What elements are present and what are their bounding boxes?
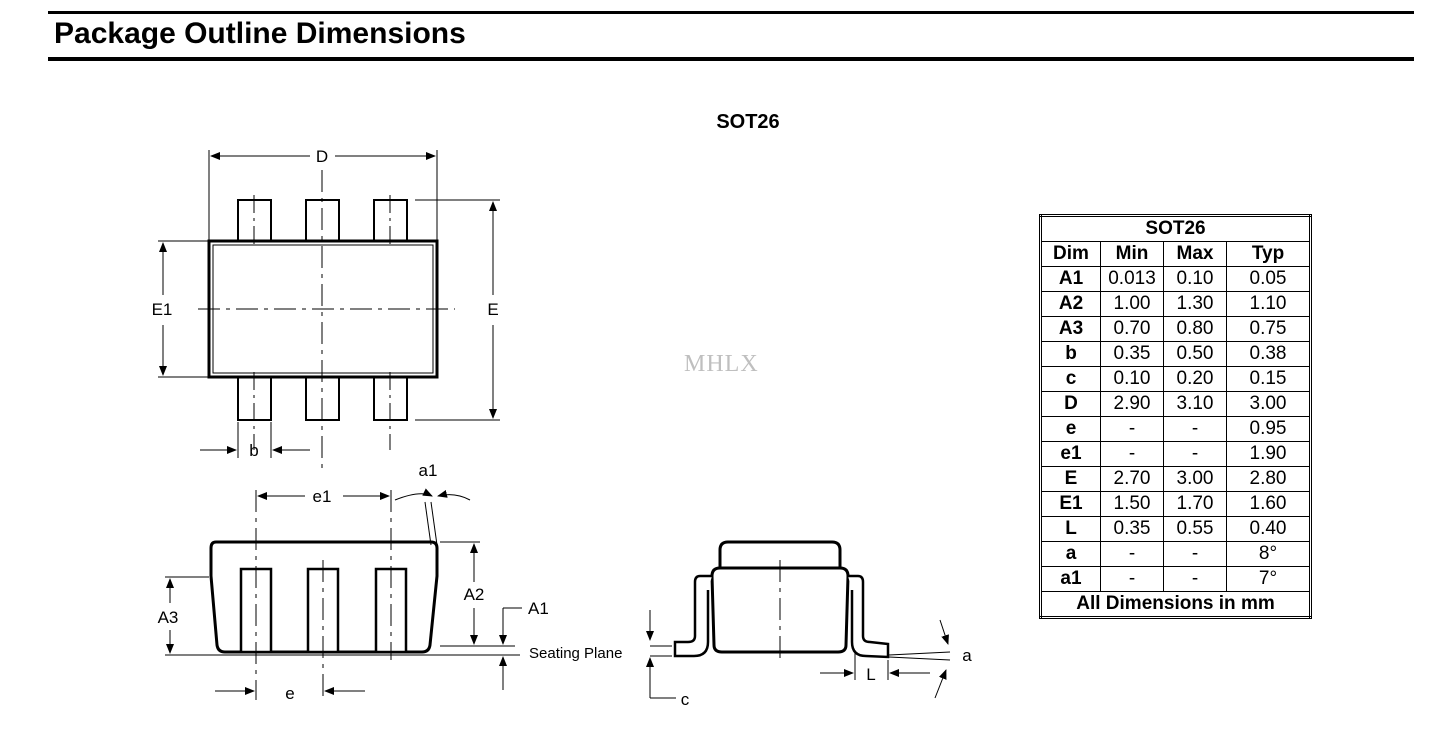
dim-cell: a1: [1040, 566, 1101, 592]
max-cell: -: [1163, 541, 1227, 567]
max-cell: 0.10: [1163, 266, 1227, 292]
min-cell: -: [1100, 416, 1164, 442]
max-cell: -: [1163, 441, 1227, 467]
label-D: D: [316, 147, 328, 166]
label-seating-plane: Seating Plane: [529, 645, 622, 662]
dim-cell: c: [1040, 366, 1101, 392]
dim-cell: E: [1040, 466, 1101, 492]
label-L: L: [866, 665, 875, 684]
max-cell: 3.00: [1163, 466, 1227, 492]
label-E1: E1: [152, 300, 173, 319]
typ-cell: 7°: [1226, 566, 1311, 592]
label-e1: e1: [313, 487, 332, 506]
end-view: [646, 540, 951, 699]
side-view: [165, 488, 522, 700]
table-header-row: Dim Min Max Typ: [1040, 241, 1311, 267]
top-rule: [48, 11, 1414, 14]
min-cell: 0.35: [1100, 341, 1164, 367]
dim-cell: E1: [1040, 491, 1101, 517]
dim-cell: b: [1040, 341, 1101, 367]
table-footer: All Dimensions in mm: [1040, 591, 1311, 618]
typ-cell: 0.15: [1226, 366, 1311, 392]
package-title: SOT26: [716, 111, 780, 133]
label-a: a: [962, 646, 972, 665]
typ-cell: 8°: [1226, 541, 1311, 567]
typ-cell: 0.95: [1226, 416, 1311, 442]
max-cell: -: [1163, 416, 1227, 442]
min-cell: -: [1100, 541, 1164, 567]
max-cell: 0.50: [1163, 341, 1227, 367]
min-cell: -: [1100, 441, 1164, 467]
outline-drawing: D E1 E b e1 a1: [152, 147, 973, 709]
column-header: Dim: [1040, 241, 1101, 267]
page-title: Package Outline Dimensions: [54, 17, 466, 50]
dim-cell: L: [1040, 516, 1101, 542]
label-e: e: [285, 684, 294, 703]
watermark: MHLX: [684, 351, 759, 377]
min-cell: -: [1100, 566, 1164, 592]
min-cell: 2.70: [1100, 466, 1164, 492]
label-a1: a1: [419, 461, 438, 480]
label-b: b: [249, 441, 258, 460]
max-cell: 1.30: [1163, 291, 1227, 317]
max-cell: 0.20: [1163, 366, 1227, 392]
table-row: e1--1.90: [1040, 441, 1311, 467]
dim-cell: D: [1040, 391, 1101, 417]
min-cell: 0.013: [1100, 266, 1164, 292]
max-cell: 3.10: [1163, 391, 1227, 417]
min-cell: 1.50: [1100, 491, 1164, 517]
top-view: [158, 150, 500, 470]
table-row: a1--7°: [1040, 566, 1311, 592]
table-row: a--8°: [1040, 541, 1311, 567]
typ-cell: 0.05: [1226, 266, 1311, 292]
max-cell: 0.55: [1163, 516, 1227, 542]
label-A1: A1: [528, 599, 549, 618]
min-cell: 1.00: [1100, 291, 1164, 317]
dim-cell: e: [1040, 416, 1101, 442]
typ-cell: 0.75: [1226, 316, 1311, 342]
typ-cell: 2.80: [1226, 466, 1311, 492]
min-cell: 0.35: [1100, 516, 1164, 542]
min-cell: 2.90: [1100, 391, 1164, 417]
max-cell: 0.80: [1163, 316, 1227, 342]
label-A3: A3: [158, 608, 179, 627]
dim-cell: e1: [1040, 441, 1101, 467]
label-c: c: [681, 690, 690, 709]
label-E: E: [487, 300, 498, 319]
table-title: SOT26: [1040, 215, 1311, 242]
title-underline: [48, 57, 1414, 61]
column-header: Typ: [1226, 241, 1311, 267]
typ-cell: 1.60: [1226, 491, 1311, 517]
typ-cell: 1.90: [1226, 441, 1311, 467]
dim-cell: A2: [1040, 291, 1101, 317]
dim-cell: a: [1040, 541, 1101, 567]
typ-cell: 0.40: [1226, 516, 1311, 542]
dim-cell: A3: [1040, 316, 1101, 342]
min-cell: 0.10: [1100, 366, 1164, 392]
min-cell: 0.70: [1100, 316, 1164, 342]
max-cell: -: [1163, 566, 1227, 592]
dim-cell: A1: [1040, 266, 1101, 292]
typ-cell: 3.00: [1226, 391, 1311, 417]
label-A2: A2: [464, 585, 485, 604]
column-header: Min: [1100, 241, 1164, 267]
max-cell: 1.70: [1163, 491, 1227, 517]
table-row: e--0.95: [1040, 416, 1311, 442]
typ-cell: 1.10: [1226, 291, 1311, 317]
typ-cell: 0.38: [1226, 341, 1311, 367]
column-header: Max: [1163, 241, 1227, 267]
